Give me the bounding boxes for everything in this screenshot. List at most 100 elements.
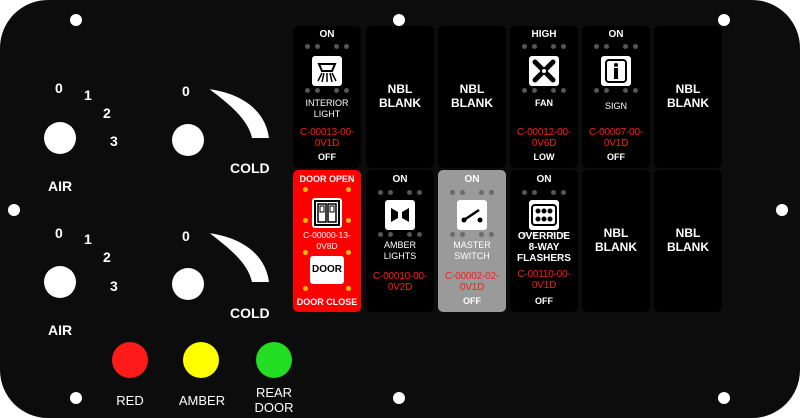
indicator-dots [510, 88, 578, 98]
switch-label-line: 8-WAY [528, 242, 560, 253]
air-dial-position-0: 0 [55, 225, 63, 241]
switch-bottom-label: OFF [607, 152, 625, 162]
door-switch[interactable]: DOOR OPEN C-00000-13-0V8D DOOR DOOR CLOS… [293, 170, 361, 312]
door-icon [312, 198, 342, 228]
flashers-icon [529, 200, 559, 230]
cold-label: COLD [230, 305, 270, 321]
blank-label-line: BLANK [667, 96, 709, 110]
screw [393, 392, 405, 404]
sign-switch[interactable]: ON SIGN C-00007-00-0V1D OFF [582, 26, 650, 168]
fan-switch[interactable]: HIGH FAN C-00012-00-0V6D LOW [510, 26, 578, 168]
blank-label-line: BLANK [379, 96, 421, 110]
part-number-line: 0V6D [531, 138, 557, 149]
part-number-line: C-00000-13- [303, 230, 351, 240]
switch-top-label: DOOR OPEN [299, 174, 355, 184]
indicator-dots [293, 218, 361, 228]
blank-label-line: NBL [603, 226, 629, 240]
part-number-line: 0V2D [387, 282, 413, 293]
cold-dial-arc-icon [207, 87, 271, 139]
switch-bottom-label: OFF [463, 296, 481, 306]
switch-label-line: MASTER [453, 240, 491, 250]
fan-icon [529, 56, 559, 86]
door-button-icon: DOOR [310, 256, 344, 284]
air-dial-position-2: 2 [103, 249, 111, 265]
cold-knob[interactable] [172, 124, 204, 156]
indicator-dots [293, 250, 361, 260]
cold-label: COLD [230, 160, 270, 176]
switch-top-label: HIGH [531, 29, 557, 40]
indicator-dots [582, 88, 650, 98]
air-label: AIR [48, 322, 73, 338]
red-lamp-label: RED [116, 393, 144, 408]
part-number: C-00012-00-0V6D [504, 127, 584, 149]
blank-label-line: BLANK [451, 96, 493, 110]
part-number-line: 0V1D [603, 138, 629, 149]
air-dial-position-1: 1 [84, 231, 92, 247]
air-knob[interactable] [44, 266, 76, 298]
cold-dial-position-0: 0 [182, 83, 190, 99]
blank-label-line: NBL [675, 226, 701, 240]
indicator-dots [510, 232, 578, 242]
screw [8, 204, 20, 216]
switch-bottom-label: DOOR CLOSE [296, 297, 358, 307]
switch-bottom-label: LOW [533, 152, 555, 162]
part-number-line: C-00012-00- [517, 127, 571, 138]
switch-bottom-label: OFF [318, 152, 336, 162]
switch-top-label: ON [464, 174, 480, 185]
air-dial-position-1: 1 [84, 87, 92, 103]
switch-top-label: ON [392, 174, 408, 185]
part-number-line: C-00013-00- [300, 127, 354, 138]
part-number: C-00002-02-0V1D [432, 271, 512, 293]
rear-door-label-line1: REAR [255, 385, 293, 400]
switch-top-label: ON [536, 174, 552, 185]
amber-lamp-label: AMBER [178, 393, 226, 408]
switch-label-line: LIGHTS [383, 251, 417, 261]
master-switch-icon [457, 200, 487, 230]
switch-label-line: OVERRIDE [517, 231, 571, 242]
indicator-dots [582, 44, 650, 54]
part-number-line: C-00007-00- [589, 127, 643, 138]
indicator-dots [438, 190, 506, 200]
indicator-dots [366, 190, 434, 200]
air-dial-position-3: 3 [110, 278, 118, 294]
part-number-line: 0V1D [314, 138, 340, 149]
part-number: C-00110-00-0V1D [504, 269, 584, 291]
switch-label-line: FLASHERS [517, 253, 571, 264]
rear-door-label-line2: DOOR [254, 400, 294, 415]
part-number: C-00010-00-0V2D [360, 271, 440, 293]
air-dial-position-0: 0 [55, 80, 63, 96]
screw [70, 392, 82, 404]
part-number: C-00013-00-0V1D [287, 127, 367, 149]
indicator-dots [438, 232, 506, 242]
screw [776, 204, 788, 216]
screw [70, 14, 82, 26]
part-number: C-00000-13-0V8D [293, 230, 361, 252]
switch-top-label: ON [608, 29, 624, 40]
air-knob[interactable] [44, 122, 76, 154]
screw [393, 14, 405, 26]
indicator-dots [366, 232, 434, 242]
switch-label-line: INTERIOR [305, 98, 349, 108]
indicator-dots [510, 44, 578, 54]
indicator-dots [293, 187, 361, 197]
info-sign-icon [601, 56, 631, 86]
cold-knob[interactable] [172, 268, 204, 300]
part-number-line: C-00110-00- [517, 269, 571, 280]
